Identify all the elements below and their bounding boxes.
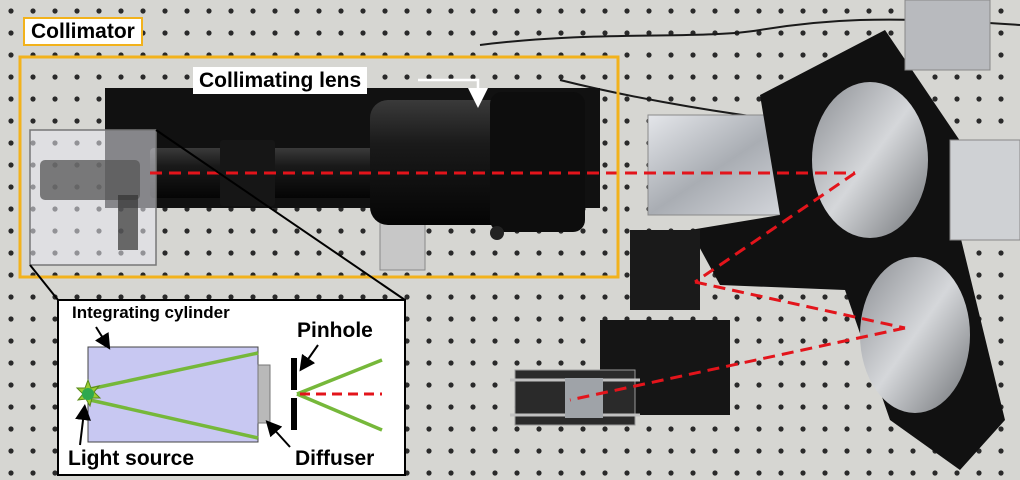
side-plate-right <box>949 139 1020 241</box>
collimating-lens-label: Collimating lens <box>193 67 368 95</box>
pinhole-label: Pinhole <box>297 319 373 342</box>
light-rays <box>89 351 383 440</box>
lens-knob <box>490 226 504 240</box>
integrating-pointer <box>94 326 111 350</box>
mirror-lower <box>860 257 970 413</box>
stage-block <box>630 230 700 310</box>
diffuser-label: Diffuser <box>295 447 375 470</box>
diffuser-pointer <box>265 420 291 448</box>
light-source-pointer <box>75 404 91 446</box>
integrating-cylinder <box>87 346 259 443</box>
zoom-line-left <box>29 264 59 301</box>
lens-hood <box>490 92 585 232</box>
integrating-cylinder-label: Integrating cylinder <box>72 303 230 322</box>
beam-path <box>150 171 906 402</box>
light-source-label: Light source <box>68 447 195 470</box>
collimating-lens-pointer <box>418 78 488 108</box>
collimator-box <box>18 55 620 279</box>
collimator-label: Collimator <box>23 17 143 47</box>
zoom-line-right <box>155 129 406 301</box>
top-right-mount <box>904 0 991 71</box>
pinhole-plate-upper <box>291 358 297 390</box>
mirror-upper <box>812 82 928 238</box>
inset-schematic <box>57 299 406 476</box>
source-post <box>118 195 138 250</box>
pinhole-plate-lower <box>291 398 297 430</box>
diffuser <box>257 364 271 424</box>
pinhole-pointer <box>299 344 319 372</box>
source-housing <box>40 160 140 200</box>
